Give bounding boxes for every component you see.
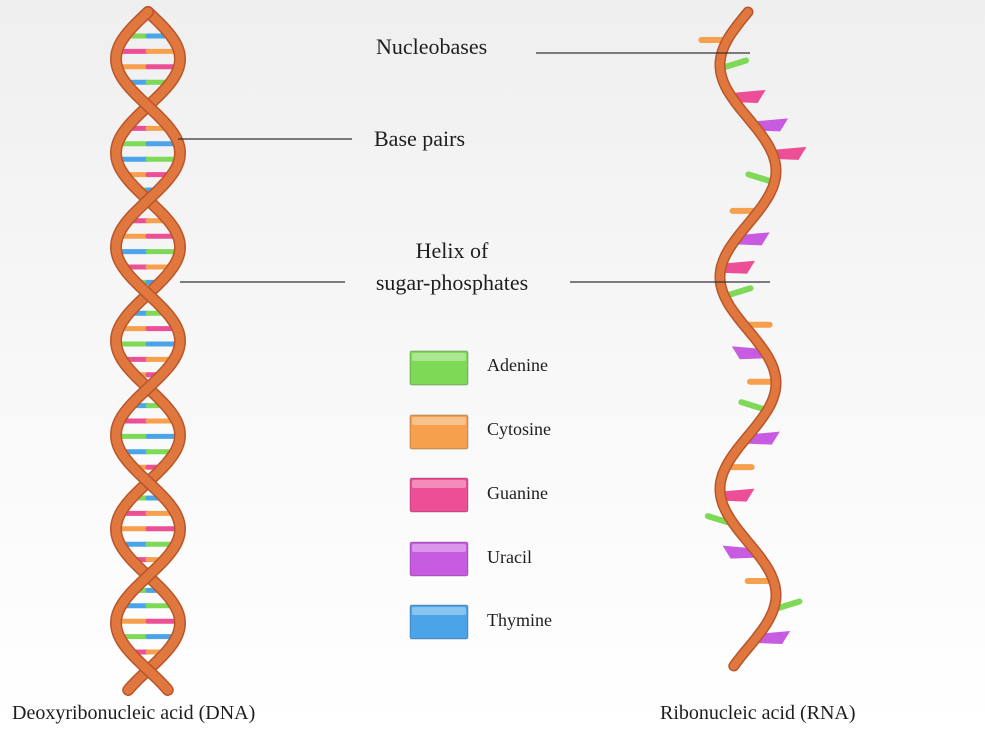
rna-single-strand bbox=[714, 6, 782, 672]
base-pairs-label: Base pairs bbox=[374, 126, 466, 151]
legend-swatch-adenine bbox=[409, 350, 469, 386]
rna-caption: Ribonucleic acid (RNA) bbox=[660, 702, 856, 724]
legend-swatch-cytosine bbox=[409, 414, 469, 450]
legend-swatch-thymine bbox=[409, 604, 469, 640]
legend-swatch-highlight bbox=[412, 544, 466, 552]
legend-swatches bbox=[409, 350, 469, 640]
legend-label-uracil: Uracil bbox=[487, 547, 532, 567]
nucleobases-label: Nucleobases bbox=[376, 34, 488, 59]
legend-swatch-highlight bbox=[412, 607, 466, 615]
legend-label-cytosine: Cytosine bbox=[487, 419, 552, 439]
helix-label-line1: Helix of bbox=[415, 238, 489, 263]
legend-swatch-guanine bbox=[409, 477, 469, 513]
rna-base-guanine bbox=[772, 146, 807, 160]
legend-label-guanine: Guanine bbox=[487, 483, 548, 503]
rna-base-guanine bbox=[721, 260, 756, 274]
leader-lines bbox=[178, 52, 770, 283]
helix-label-line2: sugar-phosphates bbox=[375, 270, 529, 295]
legend-swatch-uracil bbox=[409, 541, 469, 577]
rna-strand bbox=[715, 8, 781, 670]
dna-double-helix bbox=[109, 6, 187, 696]
legend-label-adenine: Adenine bbox=[487, 355, 548, 375]
legend-label-thymine: Thymine bbox=[487, 610, 552, 630]
legend-swatch-highlight bbox=[412, 353, 466, 361]
dna-caption: Deoxyribonucleic acid (DNA) bbox=[12, 702, 256, 724]
legend-swatch-highlight bbox=[412, 417, 466, 425]
dna-strand-b bbox=[111, 7, 185, 695]
rna-base-guanine bbox=[720, 488, 755, 502]
legend-swatch-highlight bbox=[412, 480, 466, 488]
